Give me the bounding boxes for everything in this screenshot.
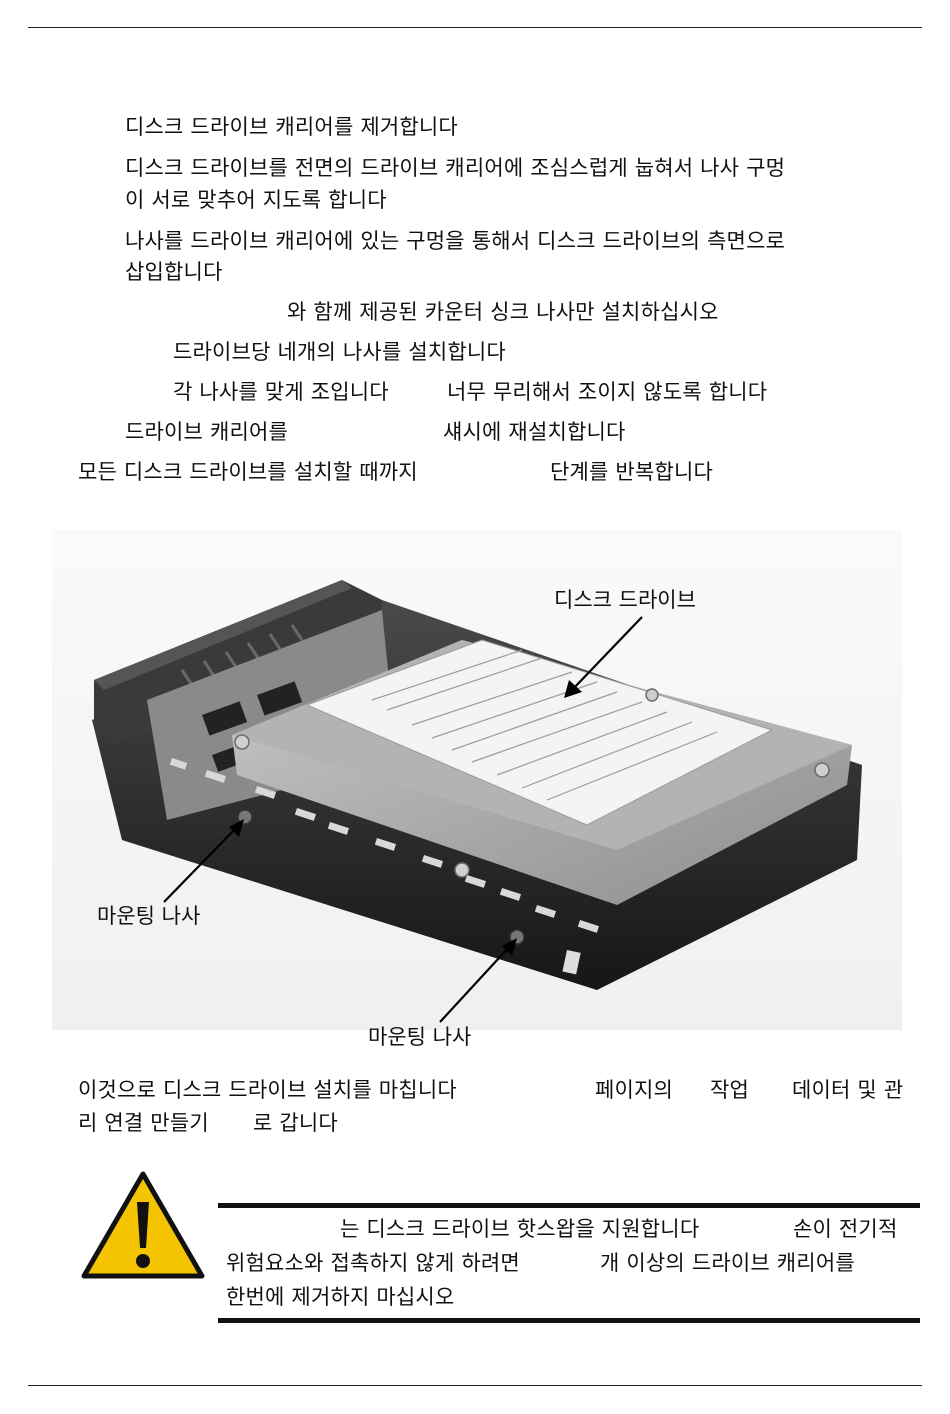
drive-label [305, 639, 774, 826]
closing-text-2b: 로 갑니다 [253, 1111, 338, 1135]
warning-bottom-rule [218, 1318, 920, 1323]
step-4-text-b: 섀시에 재설치합니다 [443, 420, 626, 444]
step-3-note: 와 함께 제공된 카운터 싱크 나사만 설치하십시오 [287, 300, 719, 324]
drive-carrier-figure [52, 530, 902, 1030]
closing-text-1b: 페이지의 [595, 1078, 674, 1102]
callout-mounting-screw-1: 마운팅 나사 [97, 904, 201, 928]
warning-text-2a: 위험요소와 접촉하지 않게 하려면 [226, 1251, 520, 1275]
closing-text-1d: 데이터 및 관 [792, 1078, 904, 1102]
warning-text-1a: 는 디스크 드라이브 핫스왑을 지원합니다 [340, 1217, 700, 1241]
callout-disk-drive: 디스크 드라이브 [554, 588, 696, 612]
warning-text-1b: 손이 전기적 [793, 1217, 898, 1241]
warning-icon [81, 1171, 205, 1279]
step-5-text-b: 단계를 반복합니다 [550, 460, 714, 484]
warning-top-rule [218, 1203, 920, 1208]
header-rule [28, 27, 922, 28]
warning-text-2b: 개 이상의 드라이브 캐리어를 [600, 1251, 855, 1275]
step-2-text-line-2: 이 서로 맞추어 지도록 합니다 [125, 188, 387, 212]
step-3-text-line-2: 삽입합니다 [125, 260, 223, 284]
drive-carrier-illustration [52, 530, 902, 1030]
step-1-text: 디스크 드라이브 캐리어를 제거합니다 [125, 115, 458, 139]
step-2-text-line-1: 디스크 드라이브를 전면의 드라이브 캐리어에 조심스럽게 눕혀서 나사 구멍 [125, 156, 786, 180]
closing-text-1c: 작업 [710, 1078, 750, 1102]
step-5-text-a: 모든 디스크 드라이브를 설치할 때까지 [78, 460, 418, 484]
closing-text-2a: 리 연결 만들기 [78, 1111, 209, 1135]
step-3-text-line-1: 나사를 드라이브 캐리어에 있는 구멍을 통해서 디스크 드라이브의 측면으로 [125, 229, 786, 253]
closing-text-1a: 이것으로 디스크 드라이브 설치를 마칩니다 [78, 1078, 457, 1102]
step-3-sub-1: 드라이브당 네개의 나사를 설치합니다 [173, 340, 506, 364]
step-3-sub-2a: 각 나사를 맞게 조입니다 [173, 380, 389, 404]
step-4-text-a: 드라이브 캐리어를 [125, 420, 289, 444]
step-3-sub-2b: 너무 무리해서 조이지 않도록 합니다 [447, 380, 768, 404]
footer-rule [28, 1385, 922, 1386]
warning-text-3: 한번에 제거하지 마십시오 [226, 1285, 455, 1309]
callout-mounting-screw-2: 마운팅 나사 [368, 1025, 472, 1049]
